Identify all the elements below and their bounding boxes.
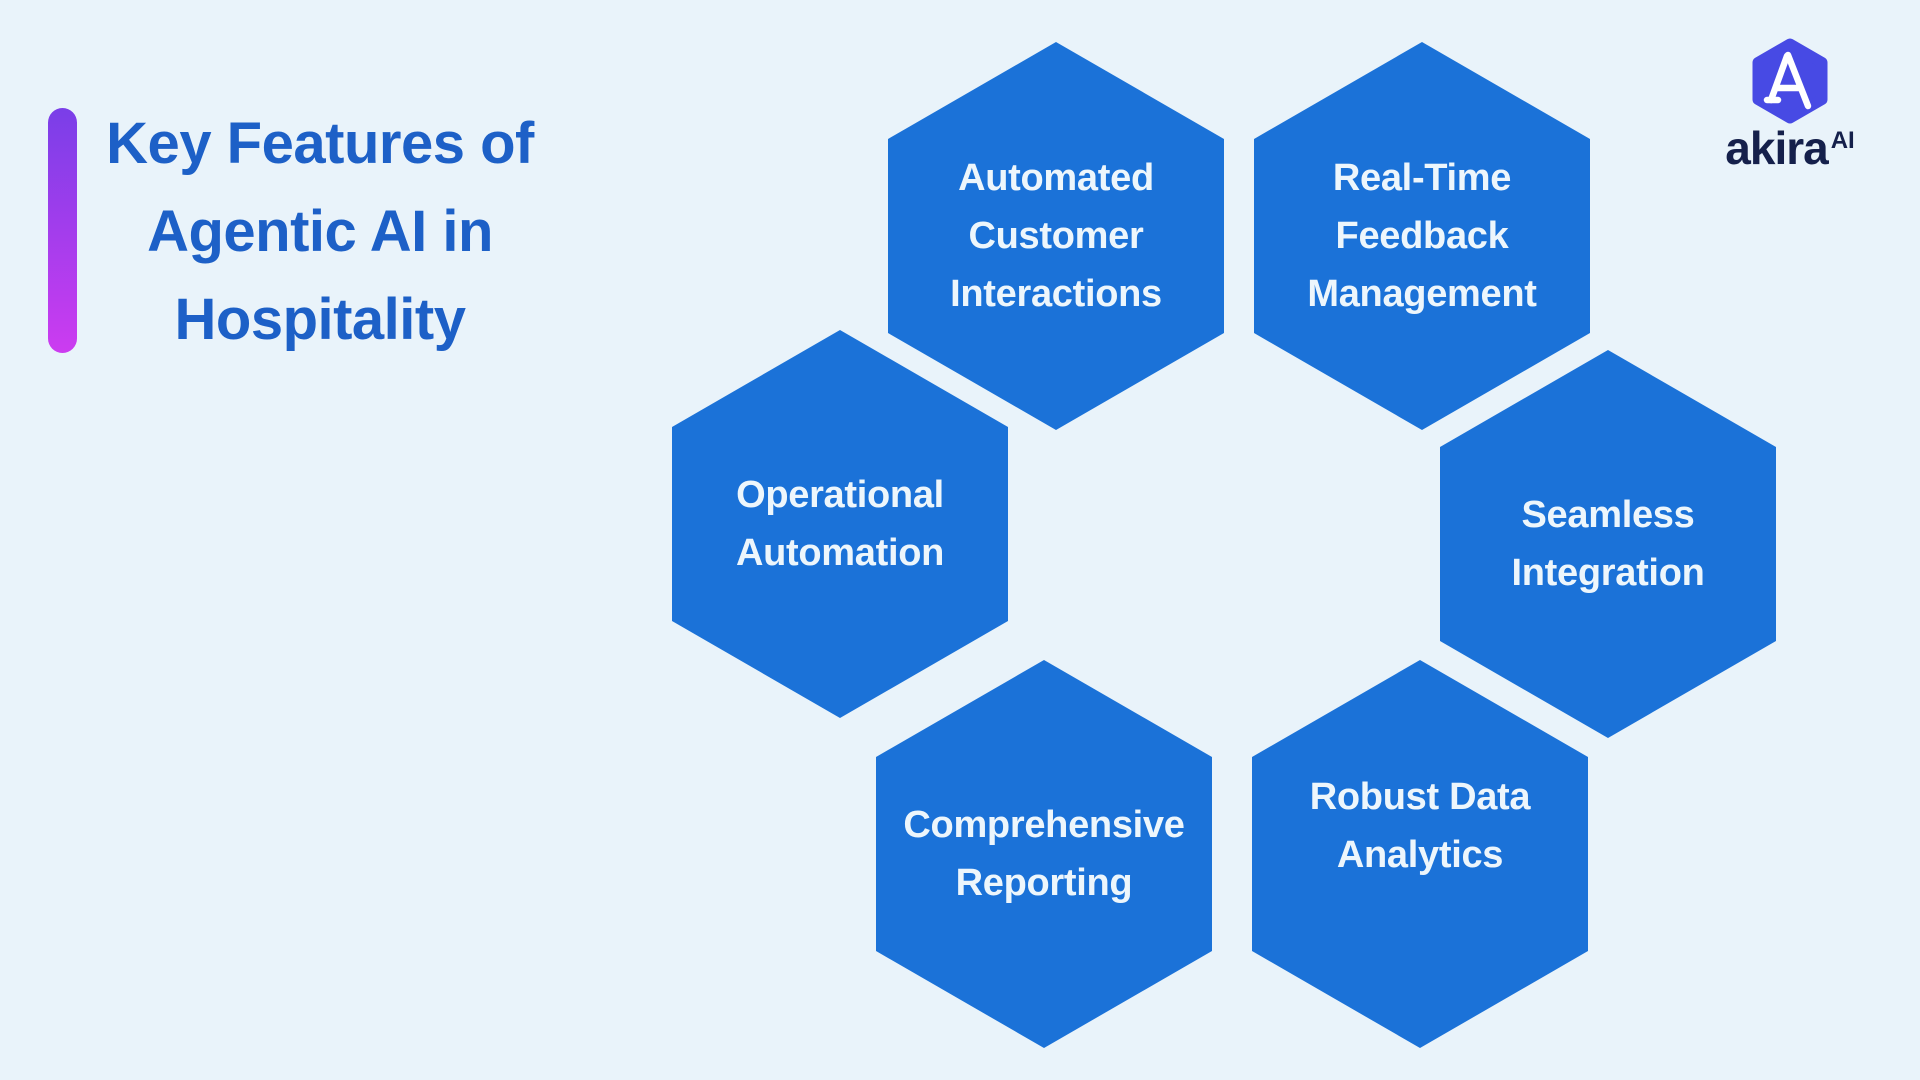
title-accent-bar — [48, 108, 77, 353]
brand-name: akira — [1725, 122, 1828, 174]
brand-superscript: AI — [1830, 127, 1855, 154]
feature-label-line: Comprehensive — [903, 804, 1185, 846]
page-title-line-3: Hospitality — [174, 287, 467, 352]
feature-label-line: Customer — [968, 215, 1144, 257]
a-mark-icon — [1763, 51, 1812, 110]
feature-label: Seamless Integration — [1511, 486, 1704, 602]
hexagon-operational-automation: Operational Automation — [672, 330, 1008, 718]
feature-label-line: Automated — [958, 157, 1154, 199]
feature-label: Comprehensive Reporting — [903, 796, 1185, 912]
feature-label-line: Management — [1307, 273, 1537, 315]
feature-label-line: Operational — [736, 474, 944, 516]
feature-label-line: Integration — [1511, 552, 1705, 594]
page-title-line-1: Key Features of — [106, 111, 534, 176]
feature-label-line: Robust Data — [1309, 776, 1531, 818]
feature-label-line: Analytics — [1336, 834, 1504, 876]
hexagon-seamless-integration: Seamless Integration — [1440, 350, 1776, 738]
feature-label: Real-Time Feedback Management — [1307, 149, 1537, 323]
feature-label-line: Feedback — [1335, 215, 1509, 257]
feature-label-line: Automation — [735, 532, 945, 574]
feature-label-line: Reporting — [955, 862, 1133, 904]
page-title-line-2: Agentic AI in — [147, 199, 493, 264]
akira-badge-icon — [1752, 38, 1828, 124]
hexagon-real-time-feedback-management: Real-Time Feedback Management — [1254, 42, 1590, 430]
feature-label: Operational Automation — [736, 466, 944, 582]
hexagon-automated-customer-interactions: Automated Customer Interactions — [888, 42, 1224, 430]
hexagon-comprehensive-reporting: Comprehensive Reporting — [876, 660, 1212, 1048]
feature-label: Automated Customer Interactions — [950, 149, 1162, 323]
hexagon-robust-data-analytics: Robust Data Analytics — [1252, 660, 1588, 1048]
feature-label-line: Real-Time — [1332, 157, 1512, 199]
feature-label-line: Interactions — [950, 273, 1162, 315]
feature-label: Robust Data Analytics — [1310, 768, 1531, 884]
feature-label-line: Seamless — [1521, 494, 1695, 536]
page-title: Key Features of Agentic AI in Hospitalit… — [60, 100, 580, 364]
